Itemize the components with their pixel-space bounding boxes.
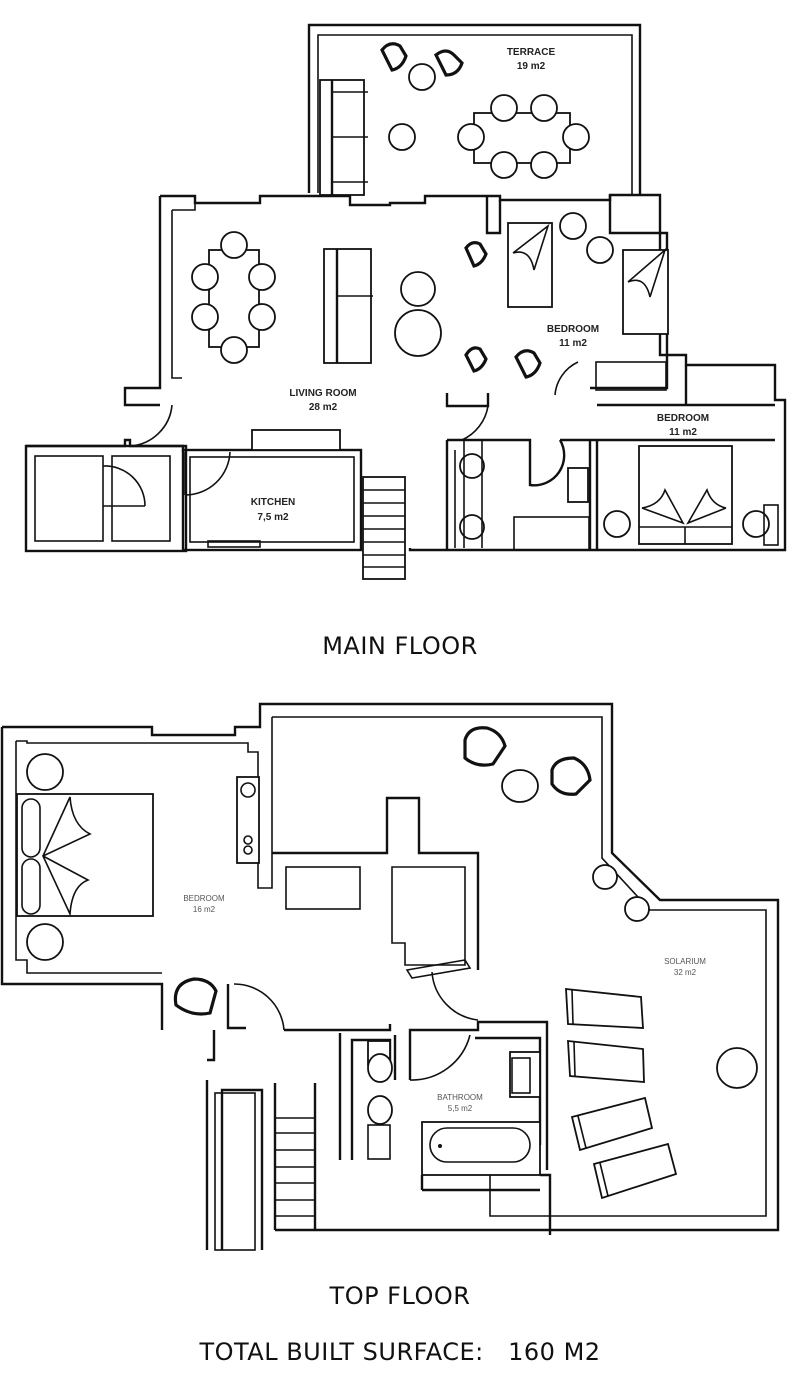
living-room-area-label: 28 m2: [309, 402, 338, 413]
terrace-area-label: 19 m2: [517, 61, 546, 72]
total-label: TOTAL BUILT SURFACE:: [199, 1338, 484, 1366]
bathroom-area: [338, 1020, 552, 1235]
top-floor-plan: [0, 702, 780, 1251]
total-built-surface: TOTAL BUILT SURFACE: 160 M2: [0, 1338, 800, 1366]
bathroom-area-label: 5,5 m2: [448, 1104, 473, 1113]
top-bedroom-area: [16, 753, 260, 1016]
total-value: 160 M2: [508, 1338, 601, 1366]
terrace-label: TERRACE: [507, 47, 556, 58]
top-bedroom-area-label: 16 m2: [193, 905, 216, 914]
kitchen-label: KITCHEN: [251, 497, 295, 508]
lounge-chair-icon: [380, 42, 408, 72]
bedroom-1-label: BEDROOM: [547, 324, 599, 335]
staircase-top: [205, 1080, 317, 1251]
top-bedroom-label: BEDROOM: [183, 894, 225, 903]
room-labels: TERRACE 19 m2 LIVING ROOM 28 m2 BEDROOM …: [183, 47, 709, 1113]
bedroom-1-area: [485, 195, 669, 396]
solarium-label: SOLARIUM: [664, 957, 706, 966]
main-floor-caption: MAIN FLOOR: [322, 632, 478, 660]
terrace-area: [307, 23, 642, 196]
bedroom-2-area-label: 11 m2: [669, 427, 697, 438]
top-floor-caption: TOP FLOOR: [329, 1282, 471, 1310]
staircase-main: [362, 476, 406, 580]
main-floor-plan: [24, 23, 787, 580]
bathroom-label: BATHROOM: [437, 1093, 483, 1102]
bedroom-2-area: [597, 365, 779, 546]
kitchen-area-label: 7,5 m2: [257, 512, 289, 523]
living-room-label: LIVING ROOM: [289, 388, 356, 399]
living-room-furniture: [191, 231, 488, 373]
solarium-furniture: [463, 726, 758, 1200]
bedroom-2-label: BEDROOM: [657, 413, 709, 424]
bedroom-1-area-label: 11 m2: [559, 338, 587, 349]
lounge-chair-icon: [433, 49, 464, 77]
solarium-area-label: 32 m2: [674, 968, 697, 977]
